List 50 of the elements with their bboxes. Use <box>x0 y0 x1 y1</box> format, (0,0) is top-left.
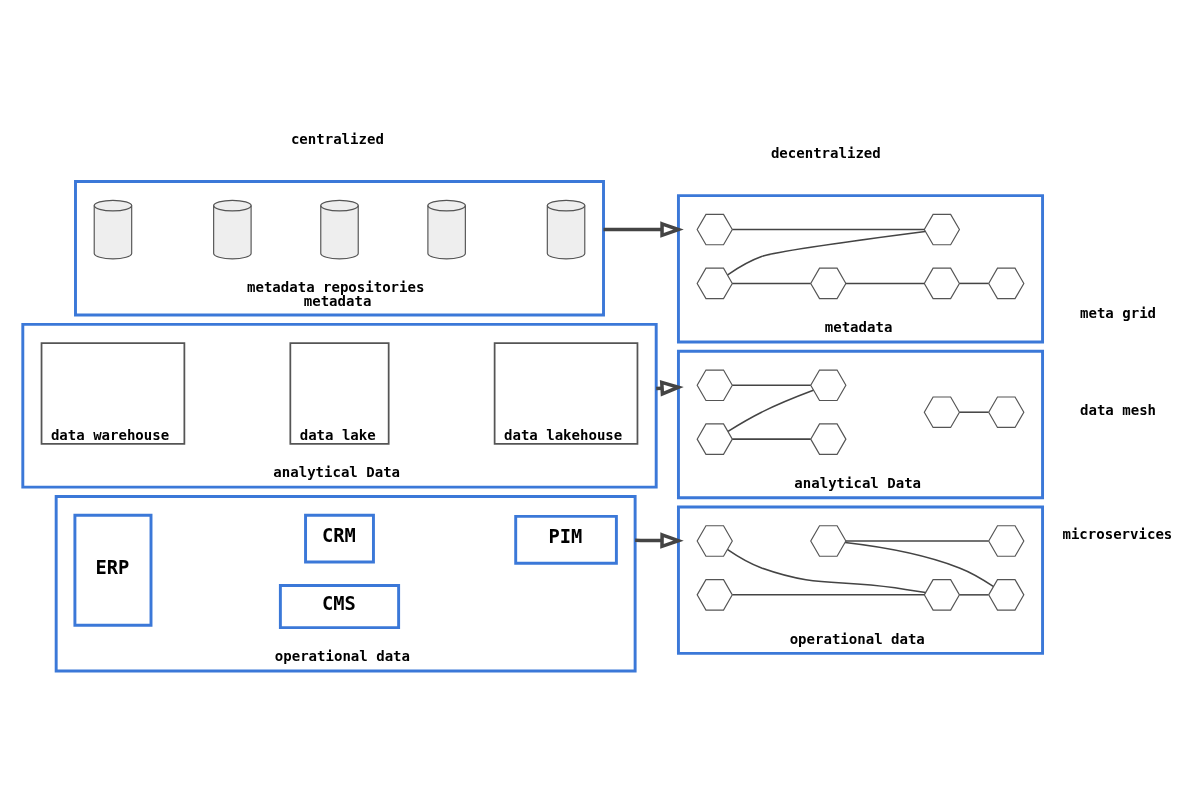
connector <box>958 411 990 413</box>
label: microservices <box>1062 525 1173 542</box>
cluster: operational data <box>676 505 1045 655</box>
label: meta grid <box>1080 304 1157 321</box>
node-hexagon <box>923 213 961 246</box>
label: decentralized <box>770 145 881 162</box>
node-hexagon <box>696 423 733 455</box>
connector <box>731 384 812 387</box>
arrow <box>603 221 684 238</box>
connector <box>958 282 990 285</box>
label: centralized <box>290 131 384 148</box>
node-hexagon <box>696 213 733 246</box>
connector <box>726 548 927 594</box>
node-hexagon <box>988 579 1025 611</box>
label: data mesh <box>1080 401 1157 418</box>
node-hexagon <box>696 267 733 300</box>
node-box: PIM <box>514 514 618 565</box>
node-hexagon <box>696 525 733 557</box>
node-box: data lakehouse <box>493 342 639 445</box>
connector <box>731 438 812 440</box>
node-hexagon <box>696 579 733 611</box>
node-box: CRM <box>304 513 375 564</box>
connector <box>845 282 925 285</box>
connector <box>727 389 815 433</box>
connector <box>958 594 990 596</box>
node-hexagon <box>810 267 847 300</box>
connector <box>844 541 994 588</box>
node-hexagon <box>696 369 733 402</box>
node-hexagon <box>988 525 1025 557</box>
node-box: data warehouse <box>40 342 186 445</box>
node-hexagon <box>923 579 961 611</box>
node-hexagon <box>810 423 847 455</box>
node-hexagon <box>988 396 1025 428</box>
cluster: metadata <box>676 194 1045 344</box>
connector <box>731 282 812 285</box>
arrow <box>635 532 684 549</box>
node-hexagon <box>988 267 1025 300</box>
node-hexagon <box>923 267 961 300</box>
node-box: ERP <box>73 513 153 627</box>
node-box: CMS <box>278 584 401 630</box>
cluster: analytical Data <box>676 349 1045 500</box>
connector <box>731 228 925 231</box>
node-hexagon <box>810 369 847 402</box>
connector <box>845 540 990 542</box>
node-hexagon <box>810 525 847 557</box>
connector <box>731 594 925 596</box>
node-hexagon <box>923 396 961 428</box>
cluster: metadata repositories metadata <box>74 180 605 317</box>
node-box: data lake <box>289 342 390 445</box>
connector <box>726 230 926 276</box>
